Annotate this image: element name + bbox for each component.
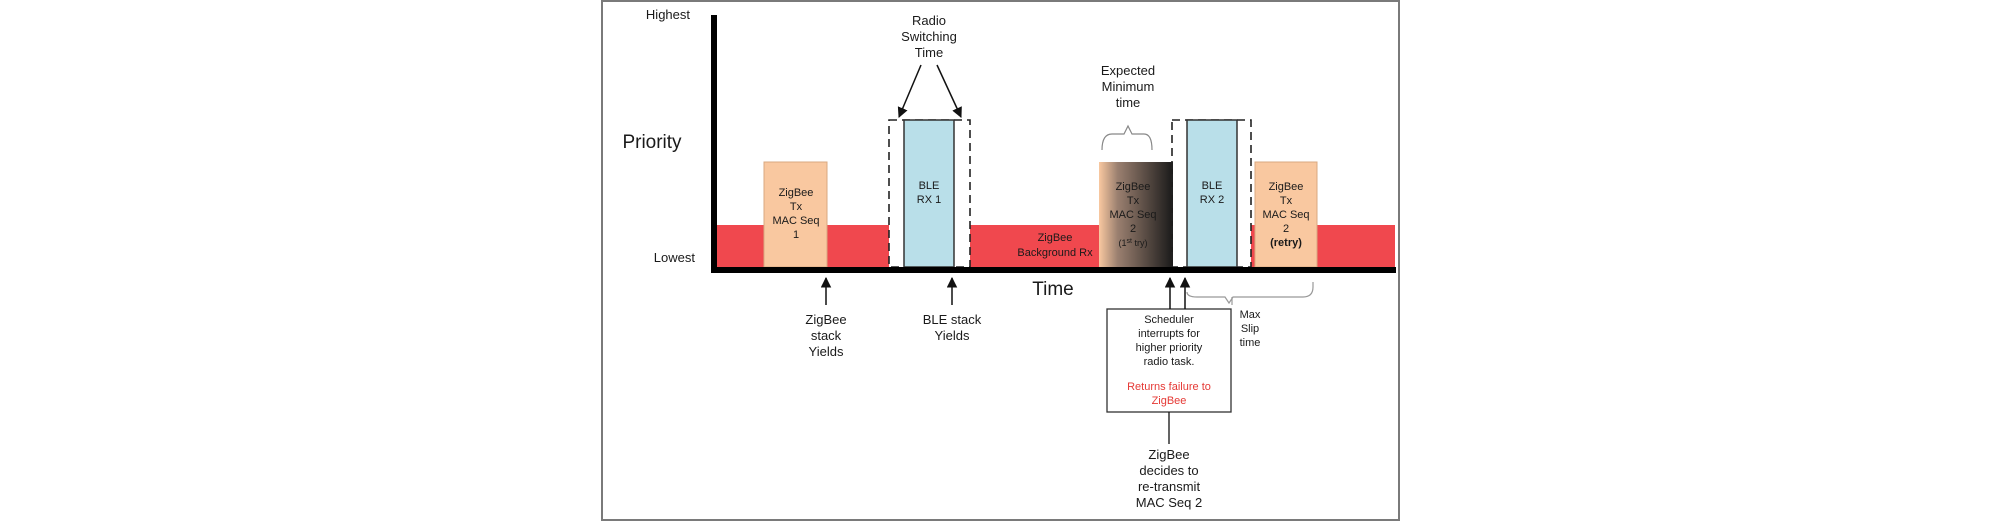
zb2r-line3: MAC Seq — [1262, 209, 1309, 221]
scheduler-line3: higher priority — [1136, 342, 1203, 354]
radio-switch-arrow-right — [936, 64, 962, 118]
returns-failure-line1: Returns failure to — [1127, 381, 1211, 393]
radio-switch-line3: Time — [915, 45, 943, 60]
zb2r-line4: 2 — [1283, 223, 1289, 235]
expected-min-line2: Minimum — [1102, 79, 1155, 94]
expected-min-brace — [1101, 124, 1153, 151]
decides-line1: ZigBee — [1148, 447, 1189, 462]
ble-rx1-box — [903, 119, 955, 268]
zb-yields-line2: stack — [811, 328, 842, 343]
zb1-line2: Tx — [790, 201, 803, 213]
zb2-line1: ZigBee — [1116, 181, 1151, 193]
ble-yields-line1: BLE stack — [923, 312, 982, 327]
decides-line2: decides to — [1139, 463, 1198, 478]
radio-switch-line2: Switching — [901, 29, 957, 44]
decides-line3: re-transmit — [1138, 479, 1201, 494]
axis-time-label: Time — [1032, 279, 1074, 300]
radio-switch-arrow-left — [897, 64, 922, 118]
scheduler-line2: interrupts for — [1138, 328, 1200, 340]
scheduler-line4: radio task. — [1144, 356, 1195, 368]
axis-highest-label: Highest — [646, 7, 690, 22]
zb2-try-label: (1st try) — [1119, 238, 1148, 248]
ble2-line1: BLE — [1202, 180, 1223, 192]
zb2-line3: MAC Seq — [1109, 209, 1156, 221]
zb2-line2: Tx — [1127, 195, 1140, 207]
max-slip-brace — [1186, 282, 1314, 305]
expected-min-line3: time — [1116, 95, 1141, 110]
zb2-line4: 2 — [1130, 223, 1136, 235]
ble1-line1: BLE — [919, 180, 940, 192]
decides-line4: MAC Seq 2 — [1136, 495, 1202, 510]
ble-yields-line2: Yields — [935, 328, 970, 343]
radio-switch-line1: Radio — [912, 13, 946, 28]
ble1-line2: RX 1 — [917, 194, 941, 206]
axis-lowest-label: Lowest — [654, 250, 696, 265]
ble-rx2-box — [1186, 119, 1238, 268]
zb1-line4: 1 — [793, 229, 799, 241]
expected-min-line1: Expected — [1101, 63, 1155, 78]
background-rx-line1: ZigBee — [1038, 232, 1073, 244]
max-slip-line3: time — [1240, 337, 1261, 349]
zigbee-tx-seq2-box — [1099, 162, 1173, 267]
zb-yields-line3: Yields — [809, 344, 844, 359]
zb2r-line1: ZigBee — [1269, 181, 1304, 193]
zb2r-line2: Tx — [1280, 195, 1293, 207]
zigbee-tx-retry-box — [1254, 161, 1318, 268]
axis-priority-label: Priority — [622, 132, 682, 153]
background-rx-line2: Background Rx — [1017, 247, 1093, 259]
max-slip-line1: Max — [1240, 309, 1261, 321]
zb-yields-line1: ZigBee — [805, 312, 846, 327]
max-slip-line2: Slip — [1241, 323, 1259, 335]
ble2-line2: RX 2 — [1200, 194, 1224, 206]
returns-failure-line2: ZigBee — [1152, 395, 1187, 407]
zb1-line1: ZigBee — [779, 187, 814, 199]
zb1-line3: MAC Seq — [772, 215, 819, 227]
scheduler-callout-box — [1106, 308, 1232, 413]
scheduler-line1: Scheduler — [1144, 314, 1194, 326]
zb2r-retry-label: (retry) — [1270, 237, 1302, 249]
